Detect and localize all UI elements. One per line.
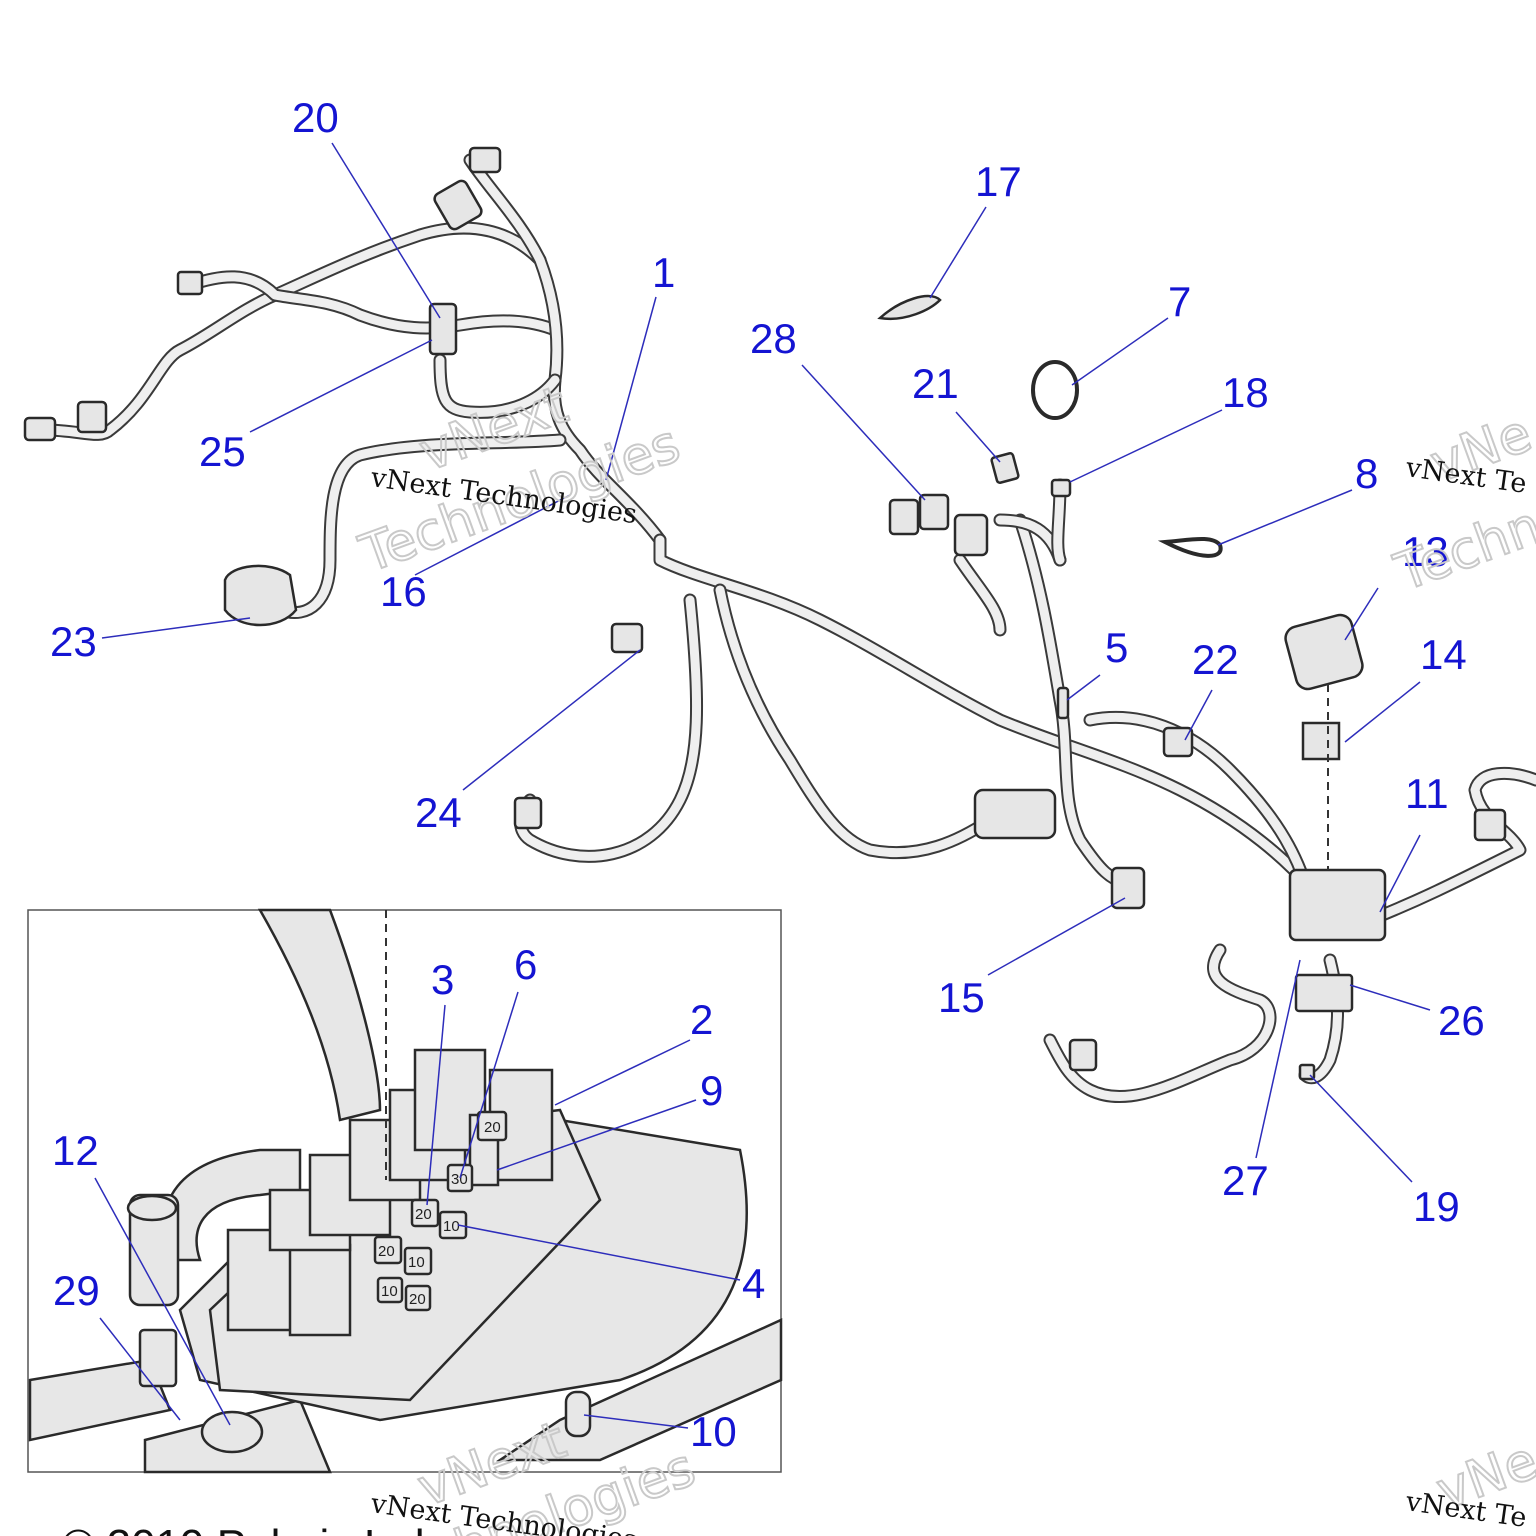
callout-11: 11 bbox=[1405, 770, 1449, 817]
svg-text:20: 20 bbox=[378, 1243, 395, 1260]
connector-28b bbox=[918, 493, 950, 531]
callout-25: 25 bbox=[199, 428, 246, 475]
connector-block-center bbox=[973, 788, 1057, 840]
callout-15: 15 bbox=[938, 974, 985, 1021]
horn-23 bbox=[223, 564, 298, 627]
callout-1: 1 bbox=[652, 249, 675, 296]
clip-17 bbox=[877, 294, 942, 321]
fuse-box-11 bbox=[1288, 868, 1387, 942]
callout-14: 14 bbox=[1420, 631, 1467, 678]
label-14 bbox=[1301, 721, 1341, 761]
callout-18: 18 bbox=[1222, 369, 1269, 416]
nut-12 bbox=[200, 1410, 264, 1454]
callout-9: 9 bbox=[700, 1067, 723, 1114]
svg-text:20: 20 bbox=[409, 1291, 426, 1308]
svg-text:20: 20 bbox=[484, 1119, 501, 1136]
callouts: 20 1 17 7 28 21 18 8 25 16 13 23 5 22 14… bbox=[50, 94, 1485, 1455]
tie-7 bbox=[1031, 360, 1079, 420]
copyright-footer: © 2019 Polaris Indus bbox=[62, 1521, 471, 1536]
connector-upper-left bbox=[176, 270, 204, 296]
connector-right bbox=[1473, 808, 1507, 842]
callout-19: 19 bbox=[1413, 1183, 1460, 1230]
fuse-box-detail-inset: 20 30 20 10 20 10 10 20 bbox=[27, 908, 783, 1474]
callout-17: 17 bbox=[975, 158, 1022, 205]
terminals-26 bbox=[1294, 973, 1354, 1013]
callout-10: 10 bbox=[690, 1408, 737, 1455]
svg-text:10: 10 bbox=[443, 1218, 460, 1235]
callout-24: 24 bbox=[415, 789, 462, 836]
callout-21: 21 bbox=[912, 360, 959, 407]
connector-lower-left bbox=[513, 796, 543, 830]
relay-20 bbox=[428, 302, 458, 356]
fuse-holder-10 bbox=[564, 1390, 592, 1438]
callout-6: 6 bbox=[514, 941, 537, 988]
callout-20: 20 bbox=[292, 94, 339, 141]
main-harness bbox=[38, 153, 1536, 1104]
connector-left bbox=[23, 416, 57, 442]
callout-16: 16 bbox=[380, 568, 427, 615]
svg-text:30: 30 bbox=[451, 1171, 468, 1188]
connector-lower-right bbox=[1068, 1038, 1098, 1072]
connector-15 bbox=[1110, 866, 1146, 910]
callout-12: 12 bbox=[52, 1127, 99, 1174]
connector-28a bbox=[888, 498, 920, 536]
connector-top bbox=[468, 146, 502, 174]
connector-24 bbox=[610, 622, 644, 654]
svg-text:20: 20 bbox=[415, 1206, 432, 1223]
callout-2: 2 bbox=[690, 996, 713, 1043]
harness-components bbox=[23, 146, 1507, 1081]
callout-13: 13 bbox=[1402, 528, 1449, 575]
part-5 bbox=[1056, 686, 1070, 720]
leader-lines bbox=[94, 142, 1431, 1429]
svg-text:10: 10 bbox=[408, 1254, 425, 1271]
callout-5: 5 bbox=[1105, 624, 1128, 671]
plug-29 bbox=[138, 1328, 178, 1388]
svg-text:10: 10 bbox=[381, 1283, 398, 1300]
part-18 bbox=[1050, 478, 1072, 498]
callout-29: 29 bbox=[53, 1267, 100, 1314]
connector-22 bbox=[1162, 726, 1194, 758]
fuse-row: 20 30 20 10 20 10 10 20 bbox=[373, 1110, 508, 1312]
callout-7: 7 bbox=[1168, 278, 1191, 325]
callout-26: 26 bbox=[1438, 997, 1485, 1044]
connector-left-2 bbox=[76, 400, 108, 434]
tie-8 bbox=[1157, 537, 1223, 558]
callout-4: 4 bbox=[742, 1260, 765, 1307]
callout-27: 27 bbox=[1222, 1157, 1269, 1204]
callout-28: 28 bbox=[750, 315, 797, 362]
watermark-product-2: Techno bbox=[1387, 485, 1536, 604]
relay-b bbox=[288, 1243, 352, 1337]
callout-23: 23 bbox=[50, 618, 97, 665]
callout-3: 3 bbox=[431, 956, 454, 1003]
callout-8: 8 bbox=[1355, 450, 1378, 497]
connector-upper bbox=[433, 179, 483, 231]
callout-22: 22 bbox=[1192, 636, 1239, 683]
connector-28c bbox=[953, 513, 989, 557]
fuse-box-cover-13 bbox=[1284, 613, 1364, 691]
